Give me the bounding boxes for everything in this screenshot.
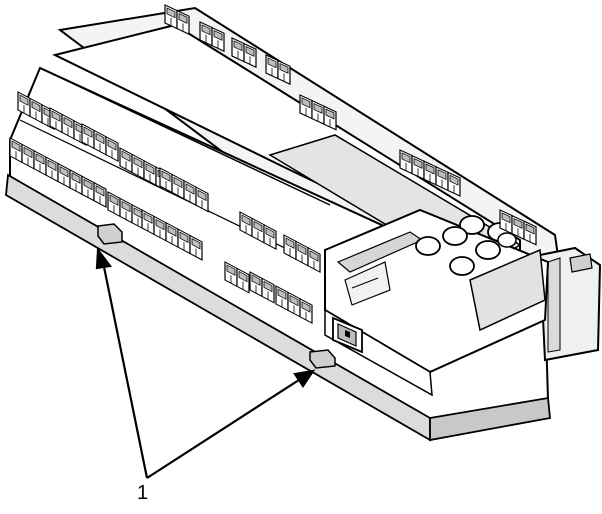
callout-arrows	[95, 246, 316, 479]
callout-label: 1	[137, 482, 149, 504]
keypad-button	[442, 226, 468, 246]
keypad-button	[415, 236, 441, 256]
keypad-button	[497, 232, 517, 248]
keypad	[415, 215, 517, 276]
keypad-button	[475, 240, 501, 260]
mounting-foot	[309, 349, 336, 369]
keypad-button	[459, 215, 485, 235]
ethernet-port-icon	[332, 316, 363, 354]
keypad-button	[449, 256, 475, 276]
connector-slot	[344, 261, 391, 306]
mounting-foot	[97, 223, 123, 245]
